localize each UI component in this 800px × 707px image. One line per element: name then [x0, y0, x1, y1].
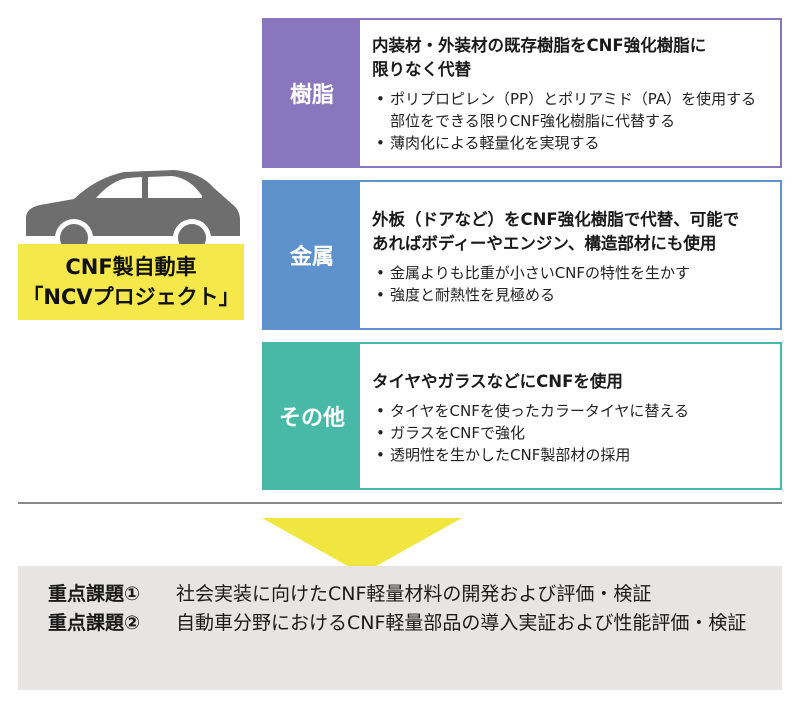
category-resin: 樹脂 内装材・外装材の既存樹脂をCNF強化樹脂に 限りなく代替 ポリプロピレン（…	[262, 18, 782, 168]
bullet-item: 透明性を生かしたCNF製部材の採用	[372, 444, 772, 466]
key-issue-1: 重点課題① 社会実装に向けたCNF軽量材料の開発および評価・検証	[48, 580, 782, 609]
category-resin-body: 内装材・外装材の既存樹脂をCNF強化樹脂に 限りなく代替 ポリプロピレン（PP）…	[372, 34, 772, 154]
bullet-text: 強度と耐熱性を見極める	[390, 286, 556, 304]
car-icon	[26, 170, 240, 257]
category-other-bullets: タイヤをCNFを使ったカラータイヤに替える ガラスをCNFで強化 透明性を生かし…	[372, 400, 772, 466]
bullet-text: 透明性を生かしたCNF製部材の採用	[390, 446, 631, 464]
car-label-line1: CNF製自動車	[65, 255, 197, 279]
bullet-item: 金属よりも比重が小さいCNFの特性を生かす	[372, 262, 772, 284]
key-issues-panel: 重点課題① 社会実装に向けたCNF軽量材料の開発および評価・検証 重点課題② 自…	[18, 566, 782, 690]
category-other-body: タイヤやガラスなどにCNFを使用 タイヤをCNFを使ったカラータイヤに替える ガ…	[372, 370, 772, 466]
key-issue-text: 自動車分野におけるCNF軽量部品の導入実証および性能評価・検証	[176, 612, 747, 634]
category-metal-title-line1: 外板（ドアなど）をCNF強化樹脂で代替、可能で	[372, 210, 740, 229]
key-issue-label: 重点課題①	[48, 583, 141, 605]
bullet-text: ポリプロピレン（PP）とポリアミド（PA）を使用する	[390, 90, 757, 108]
bullet-item: 薄肉化による軽量化を実現する	[372, 132, 772, 154]
bullet-item: ガラスをCNFで強化	[372, 422, 772, 444]
category-resin-title: 内装材・外装材の既存樹脂をCNF強化樹脂に 限りなく代替	[372, 34, 772, 82]
category-metal-bullets: 金属よりも比重が小さいCNFの特性を生かす 強度と耐熱性を見極める	[372, 262, 772, 306]
divider	[18, 502, 782, 504]
category-resin-bullets: ポリプロピレン（PP）とポリアミド（PA）を使用する 部位をできる限りCNF強化…	[372, 88, 772, 154]
bullet-item: ポリプロピレン（PP）とポリアミド（PA）を使用する 部位をできる限りCNF強化…	[372, 88, 772, 132]
bullet-text: ガラスをCNFで強化	[390, 424, 526, 442]
category-metal-title-line2: あればボディーやエンジン、構造部材にも使用	[372, 234, 717, 253]
category-other: その他 タイヤやガラスなどにCNFを使用 タイヤをCNFを使ったカラータイヤに替…	[262, 342, 782, 490]
bullet-text: 薄肉化による軽量化を実現する	[390, 134, 600, 152]
category-resin-header: 樹脂	[264, 20, 360, 166]
key-issue-2: 重点課題② 自動車分野におけるCNF軽量部品の導入実証および性能評価・検証	[48, 609, 782, 638]
bullet-item: タイヤをCNFを使ったカラータイヤに替える	[372, 400, 772, 422]
category-resin-title-line2: 限りなく代替	[372, 60, 471, 79]
key-issue-label: 重点課題②	[48, 612, 141, 634]
down-arrow-icon	[262, 518, 462, 574]
category-other-header: その他	[264, 344, 360, 488]
car-label-line2: 「NCVプロジェクト」	[22, 285, 240, 309]
category-metal-body: 外板（ドアなど）をCNF強化樹脂で代替、可能で あればボディーやエンジン、構造部…	[372, 208, 772, 306]
bullet-text: 部位をできる限りCNF強化樹脂に代替する	[390, 112, 676, 130]
category-resin-title-line1: 内装材・外装材の既存樹脂をCNF強化樹脂に	[372, 36, 707, 55]
bullet-text: 金属よりも比重が小さいCNFの特性を生かす	[390, 264, 691, 282]
key-issue-text: 社会実装に向けたCNF軽量材料の開発および評価・検証	[176, 583, 652, 605]
category-other-title: タイヤやガラスなどにCNFを使用	[372, 370, 772, 394]
category-other-title-line1: タイヤやガラスなどにCNFを使用	[372, 372, 623, 391]
category-metal: 金属 外板（ドアなど）をCNF強化樹脂で代替、可能で あればボディーやエンジン、…	[262, 180, 782, 330]
car-label: CNF製自動車 「NCVプロジェクト」	[18, 244, 244, 320]
bullet-text: タイヤをCNFを使ったカラータイヤに替える	[390, 402, 689, 420]
category-metal-title: 外板（ドアなど）をCNF強化樹脂で代替、可能で あればボディーやエンジン、構造部…	[372, 208, 772, 256]
bullet-item: 強度と耐熱性を見極める	[372, 284, 772, 306]
category-metal-header: 金属	[264, 182, 360, 328]
